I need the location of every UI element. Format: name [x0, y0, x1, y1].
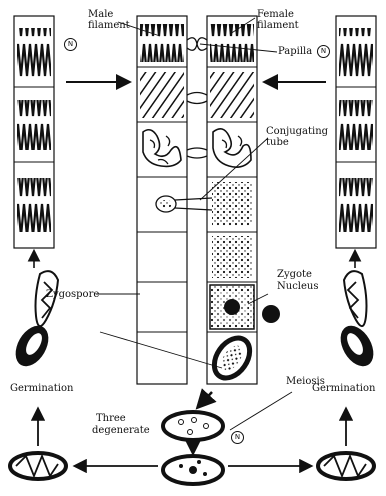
female-filament-label-1: Female: [257, 10, 294, 20]
nucleus-symbol-left: N: [64, 38, 77, 51]
leader-lines: [96, 18, 292, 430]
bottom-right-zygospore: [318, 453, 374, 479]
three-degenerate-label-2: degenerate: [92, 426, 150, 436]
arrow-to-meiosis: [199, 392, 212, 406]
bottom-center-zygospore: [163, 456, 223, 484]
meiosis-zygospore: [163, 412, 223, 440]
germination-right-label: Germination: [312, 384, 375, 394]
female-filament-label-2: filament: [257, 21, 299, 31]
left-filament: [14, 16, 54, 248]
zygote-nucleus-body: [262, 305, 280, 323]
germling-left: [9, 271, 58, 372]
papillae: [187, 38, 207, 158]
zygote-label-1: Zygote: [277, 270, 312, 280]
germination-left-label: Germination: [10, 384, 73, 394]
three-degenerate-label-1: Three: [96, 414, 126, 424]
male-filament-label-1: Male: [88, 10, 113, 20]
right-filament: [336, 16, 376, 248]
germling-right: [334, 271, 380, 372]
conjugating-tube: [156, 196, 212, 212]
nucleus-symbol-meiosis: N: [231, 431, 244, 444]
zygote-label-2: Nucleus: [277, 282, 318, 292]
zygospore-label: Zygospore: [46, 290, 99, 300]
papilla-label: Papilla: [278, 47, 312, 57]
conjugating-tube-label-1: Conjugating: [266, 127, 328, 137]
nucleus-symbol-papilla: N: [317, 45, 330, 58]
conjugating-tube-label-2: tube: [266, 138, 289, 148]
female-filament: [207, 16, 257, 385]
male-filament-label-2: filament: [88, 21, 130, 31]
bottom-left-zygospore: [10, 453, 66, 479]
